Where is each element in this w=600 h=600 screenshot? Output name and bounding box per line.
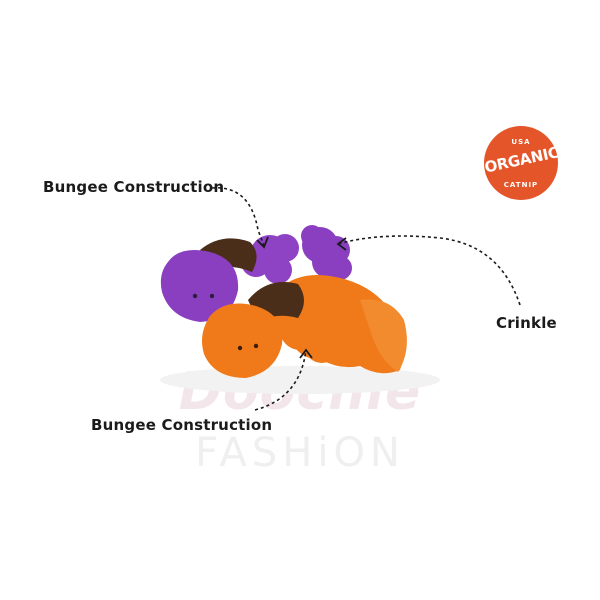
badge-bottom-text: CATNIP: [503, 181, 539, 189]
callout-label-bungee-top: Bungee Construction: [43, 178, 225, 196]
badge-main-text: ORGANIC: [482, 143, 561, 177]
purple-toy: [160, 225, 352, 322]
orange-toy: [202, 275, 407, 378]
callout-label-crinkle: Crinkle: [496, 314, 557, 332]
callout-arrows: [211, 187, 521, 411]
organic-catnip-badge: USA ORGANIC CATNIP: [482, 126, 561, 200]
callout-label-bungee-bottom: Bungee Construction: [91, 416, 273, 434]
badge-top-text: USA: [511, 138, 531, 146]
